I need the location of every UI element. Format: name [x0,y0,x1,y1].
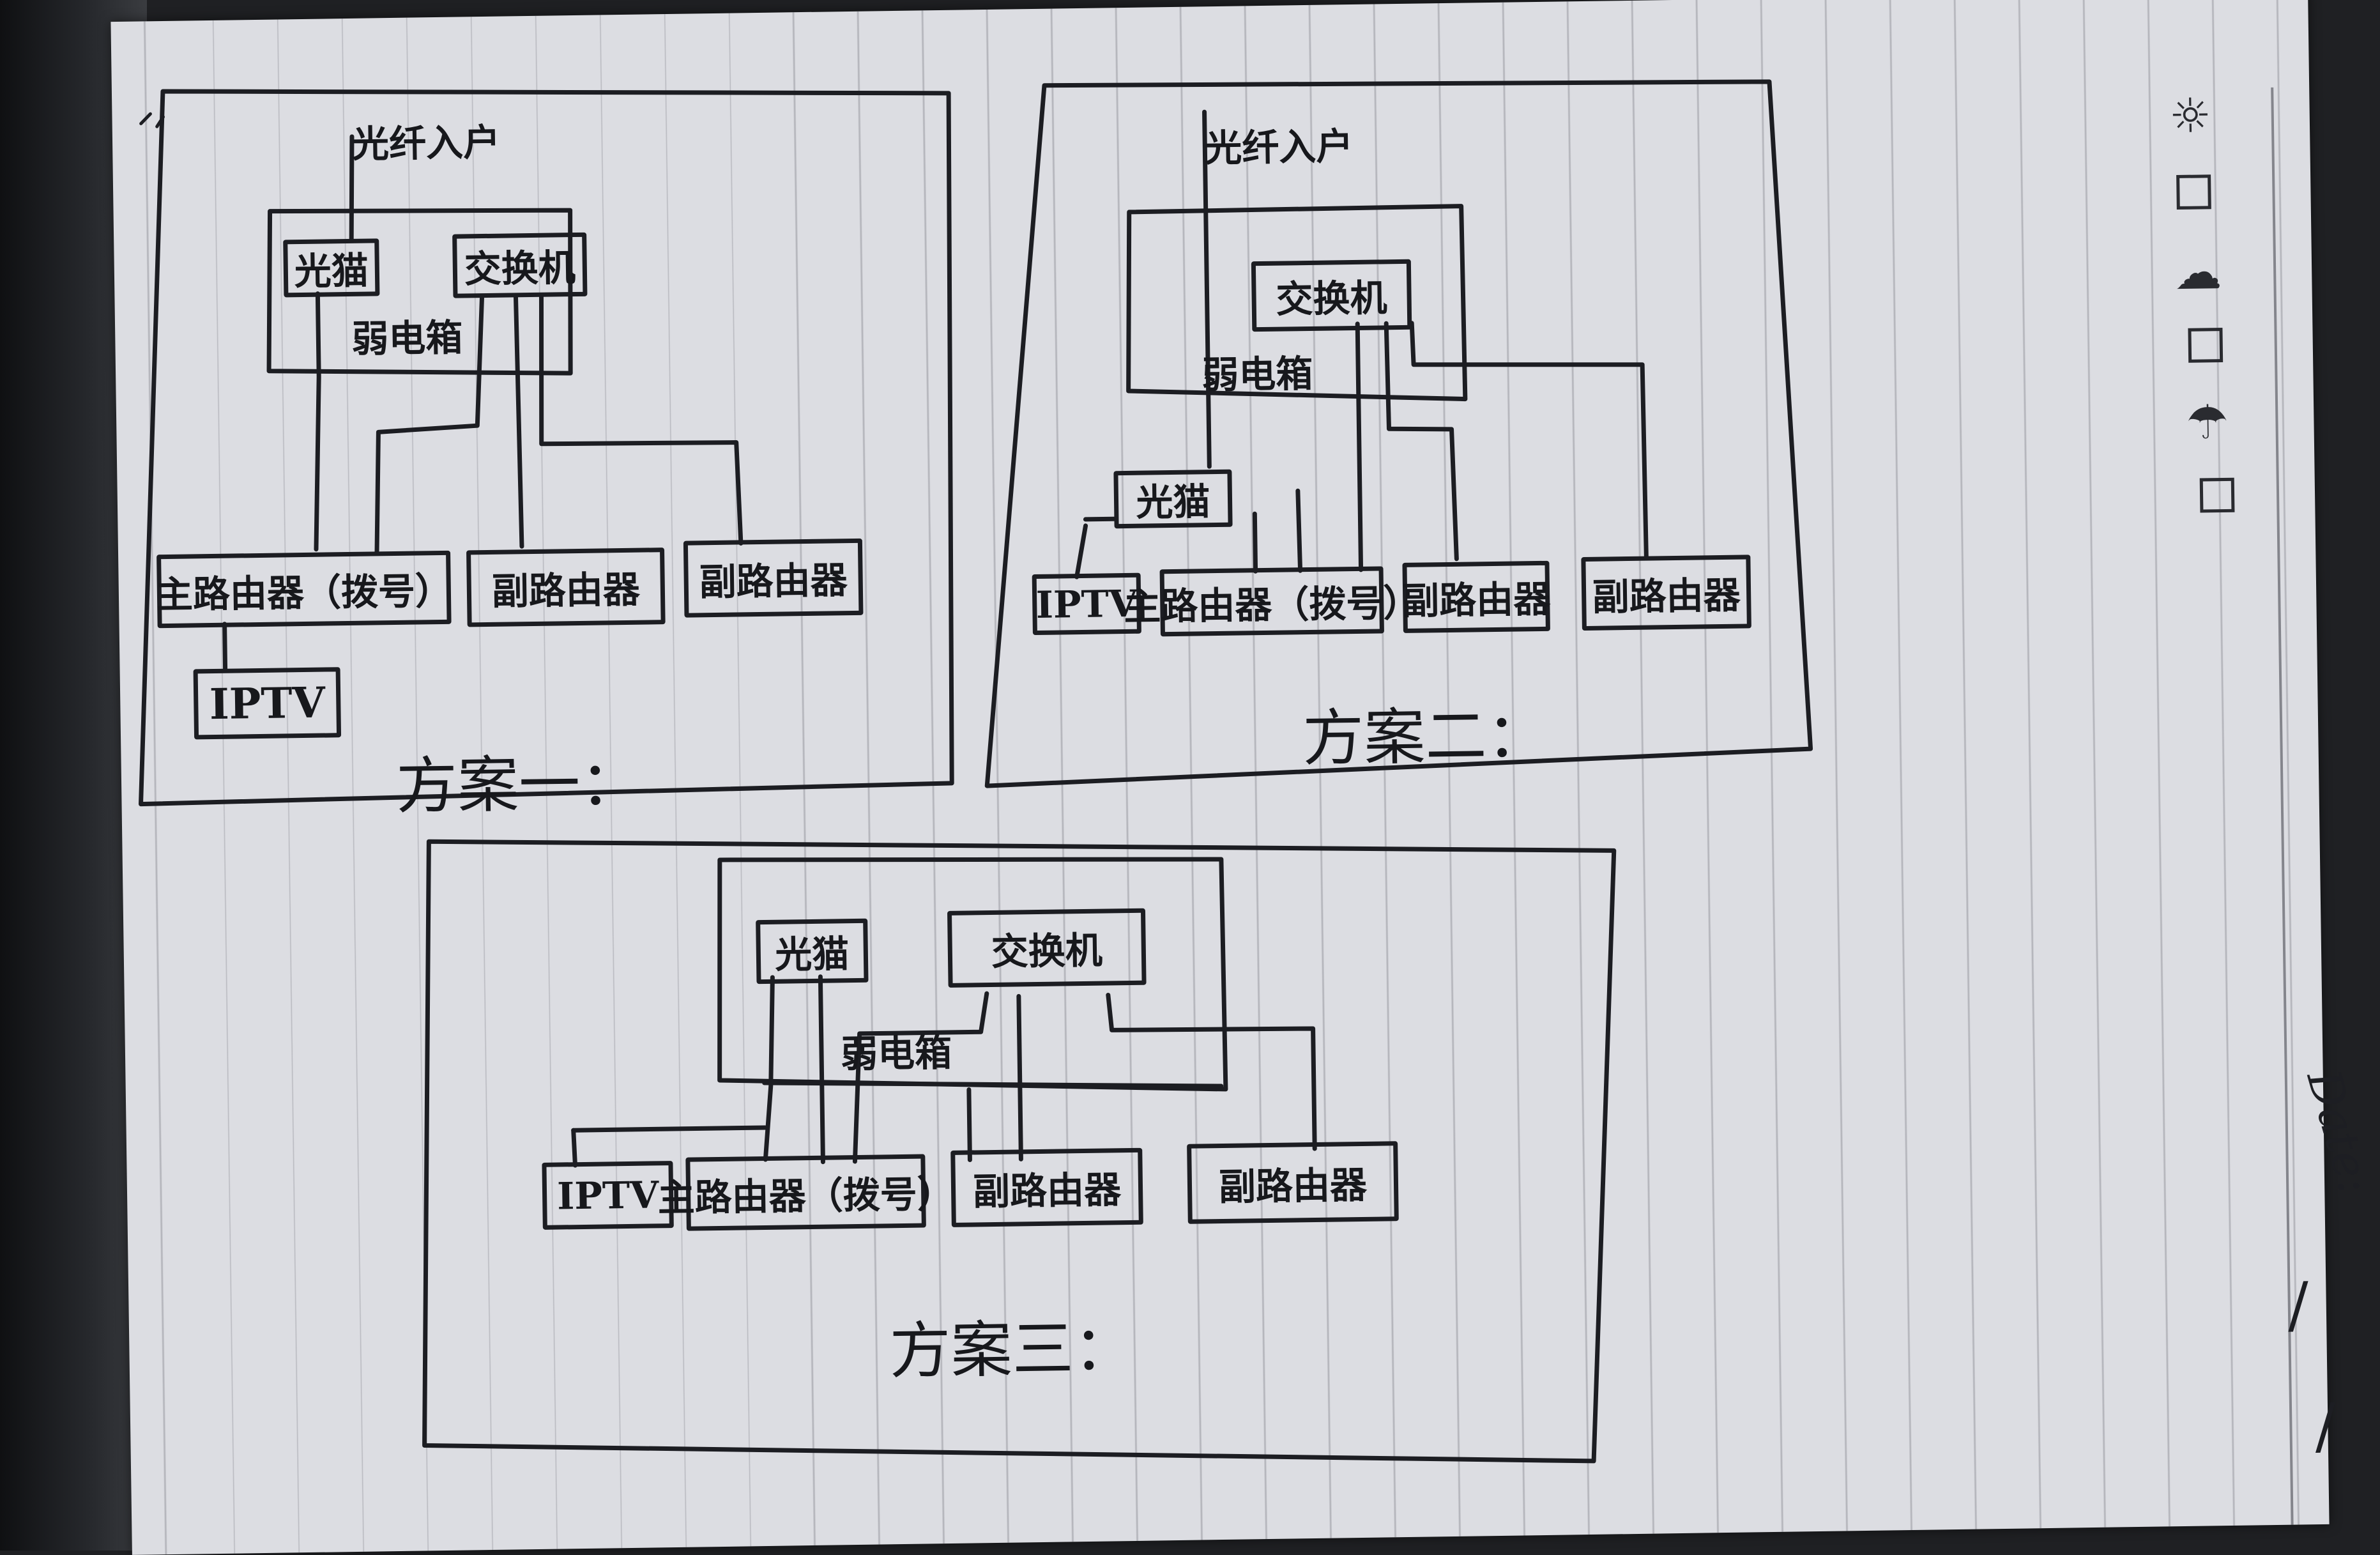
scheme-1-weak-box [266,208,573,376]
optical-modem: 光猫 [283,238,380,298]
scheme-1-frame [139,89,954,807]
sub-router: 副路由器 [1402,560,1551,633]
weak-current-box-label: 弱电箱 [840,1030,952,1076]
iptv-box: IPTV [193,667,342,740]
scheme-title: 方案二： [1302,699,1549,775]
sub-router: 副路由器 [466,548,666,627]
scheme-3-weak-box [717,857,1228,1092]
scheme-3-frame [422,839,1617,1464]
scheme-2-weak-box [1126,204,1468,402]
weak-current-box-label: 弱电箱 [351,316,463,361]
sub-router: 副路由器 [1187,1141,1399,1224]
scheme-2-frame [984,79,1813,788]
wiring-lines [139,79,1813,1464]
scheme-title: 方案三： [889,1312,1136,1388]
optical-modem: 光猫 [756,918,869,984]
network-switch: 交换机 [947,908,1147,988]
main-router: 主路由器（拨号） [155,550,452,629]
main-router: 主路由器（拨号） [1124,566,1421,637]
sub-router: 副路由器 [1581,555,1751,631]
scheme-title: 方案一： [395,747,642,823]
fiber-entry-label: 光纤入户 [1204,124,1354,171]
weak-current-box-label: 弱电箱 [1201,351,1313,397]
iptv-box: IPTV [542,1161,674,1230]
network-switch: 交换机 [1251,259,1412,332]
sub-router: 副路由器 [683,538,864,618]
fiber-entry-label: 光纤入户 [351,120,501,166]
network-switch: 交换机 [452,232,588,298]
sub-router: 副路由器 [950,1147,1143,1227]
main-router: 主路由器（拨号） [657,1154,954,1231]
optical-modem: 光猫 [1113,469,1233,529]
notebook-page: ☼ ☁ ☂ Date: / / [111,0,2380,1555]
